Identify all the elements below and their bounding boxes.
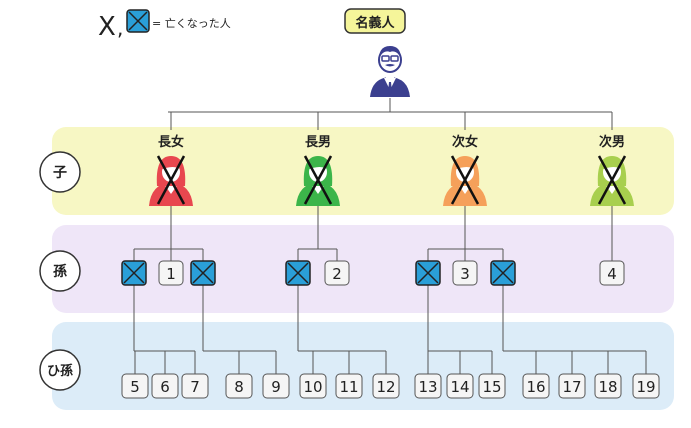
great-grandchild-number: 10 [303, 378, 322, 396]
child-3: 次女 [443, 134, 487, 206]
legend-cross-symbol: X [98, 12, 116, 42]
great-grandchild-number: 13 [418, 378, 437, 396]
child-label: 長女 [158, 134, 184, 150]
great-grandchild-number: 7 [190, 378, 200, 396]
deceased-cross-icon [287, 262, 309, 284]
children-generation-text: 子 [53, 165, 67, 181]
great-grandchild-number-box: 8 [225, 373, 253, 399]
great-grandchild-number: 11 [339, 378, 358, 396]
legend: X , = 亡くなった人 [98, 9, 231, 42]
great-grandchild-number-box: 14 [446, 373, 474, 399]
grandchild-number-box: 4 [599, 260, 625, 286]
great-grandchild-number: 6 [160, 378, 170, 396]
children-generation-label: 子 [39, 151, 81, 193]
grandchild-deceased-box [415, 260, 441, 286]
great-grandchild-number-box: 17 [558, 373, 586, 399]
great-grandchild-number: 8 [234, 378, 244, 396]
great-grandchild-number: 18 [598, 378, 617, 396]
great-grandchild-number-box: 5 [121, 373, 149, 399]
deceased-cross-icon [123, 262, 145, 284]
great-grandchild-number: 5 [130, 378, 140, 396]
grandchild-number-box: 2 [324, 260, 350, 286]
great-grandchild-number-box: 7 [181, 373, 209, 399]
grandchild-number: 4 [607, 265, 617, 283]
great-grandchildren-generation-label: ひ孫 [39, 349, 81, 391]
child-4: 次男 [590, 134, 634, 206]
grandchild-number: 1 [166, 265, 176, 283]
grandchildren-band [52, 225, 674, 313]
grandchild-deceased-box [285, 260, 311, 286]
great-grandchild-number: 12 [376, 378, 395, 396]
great-grandchild-number: 19 [636, 378, 655, 396]
grandchild-deceased-box [121, 260, 147, 286]
great-grandchild-number-box: 13 [414, 373, 442, 399]
deceased-cross-icon [417, 262, 439, 284]
legend-separator: , [117, 16, 123, 40]
grandchild-number-box: 3 [452, 260, 478, 286]
businessman-icon [370, 46, 410, 97]
grandchild-deceased-box [190, 260, 216, 286]
great-grandchild-number: 14 [450, 378, 469, 396]
children-layer: 長女 長男 次女 次男 [149, 134, 634, 206]
root-label: 名義人 [355, 15, 395, 31]
deceased-cross-icon [156, 155, 186, 205]
great-grandchild-number-box: 10 [299, 373, 327, 399]
root-person: 名義人 [344, 8, 410, 97]
great-grandchild-number: 9 [271, 378, 281, 396]
great-grandchild-number-box: 9 [262, 373, 290, 399]
deceased-cross-icon [597, 155, 627, 205]
grandchild-number: 2 [332, 265, 342, 283]
root-label-box [344, 8, 406, 34]
child-2: 長男 [296, 135, 340, 206]
legend-deceased-box-icon [126, 9, 150, 33]
great-grandchild-number-box: 15 [478, 373, 506, 399]
great-grandchild-number-box: 6 [151, 373, 179, 399]
great-grandchild-number-box: 12 [372, 373, 400, 399]
great-grandchildren-generation-text: ひ孫 [47, 363, 73, 379]
child-1: 長女 [149, 134, 193, 206]
great-grandchild-number: 16 [526, 378, 545, 396]
deceased-cross-icon [303, 155, 333, 205]
grandchildren-layer: 1 2 3 4 [121, 260, 625, 286]
legend-description: = 亡くなった人 [152, 16, 231, 30]
great-grandchild-number-box: 19 [632, 373, 660, 399]
deceased-cross-icon [192, 262, 214, 284]
deceased-cross-icon [450, 155, 480, 205]
grandchild-deceased-box [490, 260, 516, 286]
child-label: 次女 [452, 134, 478, 150]
grandchild-number-box: 1 [158, 260, 184, 286]
grandchildren-generation-label: 孫 [39, 250, 81, 292]
child-label: 長男 [305, 135, 331, 150]
connector-lines [133, 98, 647, 374]
great-grandchild-number-box: 11 [335, 373, 363, 399]
great-grandchildren-layer: 5 6 7 8 9 10 11 12 13 14 15 16 17 18 19 [121, 373, 660, 399]
grandchildren-generation-text: 孫 [53, 263, 67, 280]
great-grandchild-number: 15 [482, 378, 501, 396]
grandchild-number: 3 [460, 265, 470, 283]
child-label: 次男 [599, 134, 625, 150]
great-grandchild-number-box: 16 [522, 373, 550, 399]
children-band [52, 127, 674, 215]
great-grandchild-number-box: 18 [594, 373, 622, 399]
deceased-cross-icon [492, 262, 514, 284]
great-grandchild-number: 17 [562, 378, 581, 396]
